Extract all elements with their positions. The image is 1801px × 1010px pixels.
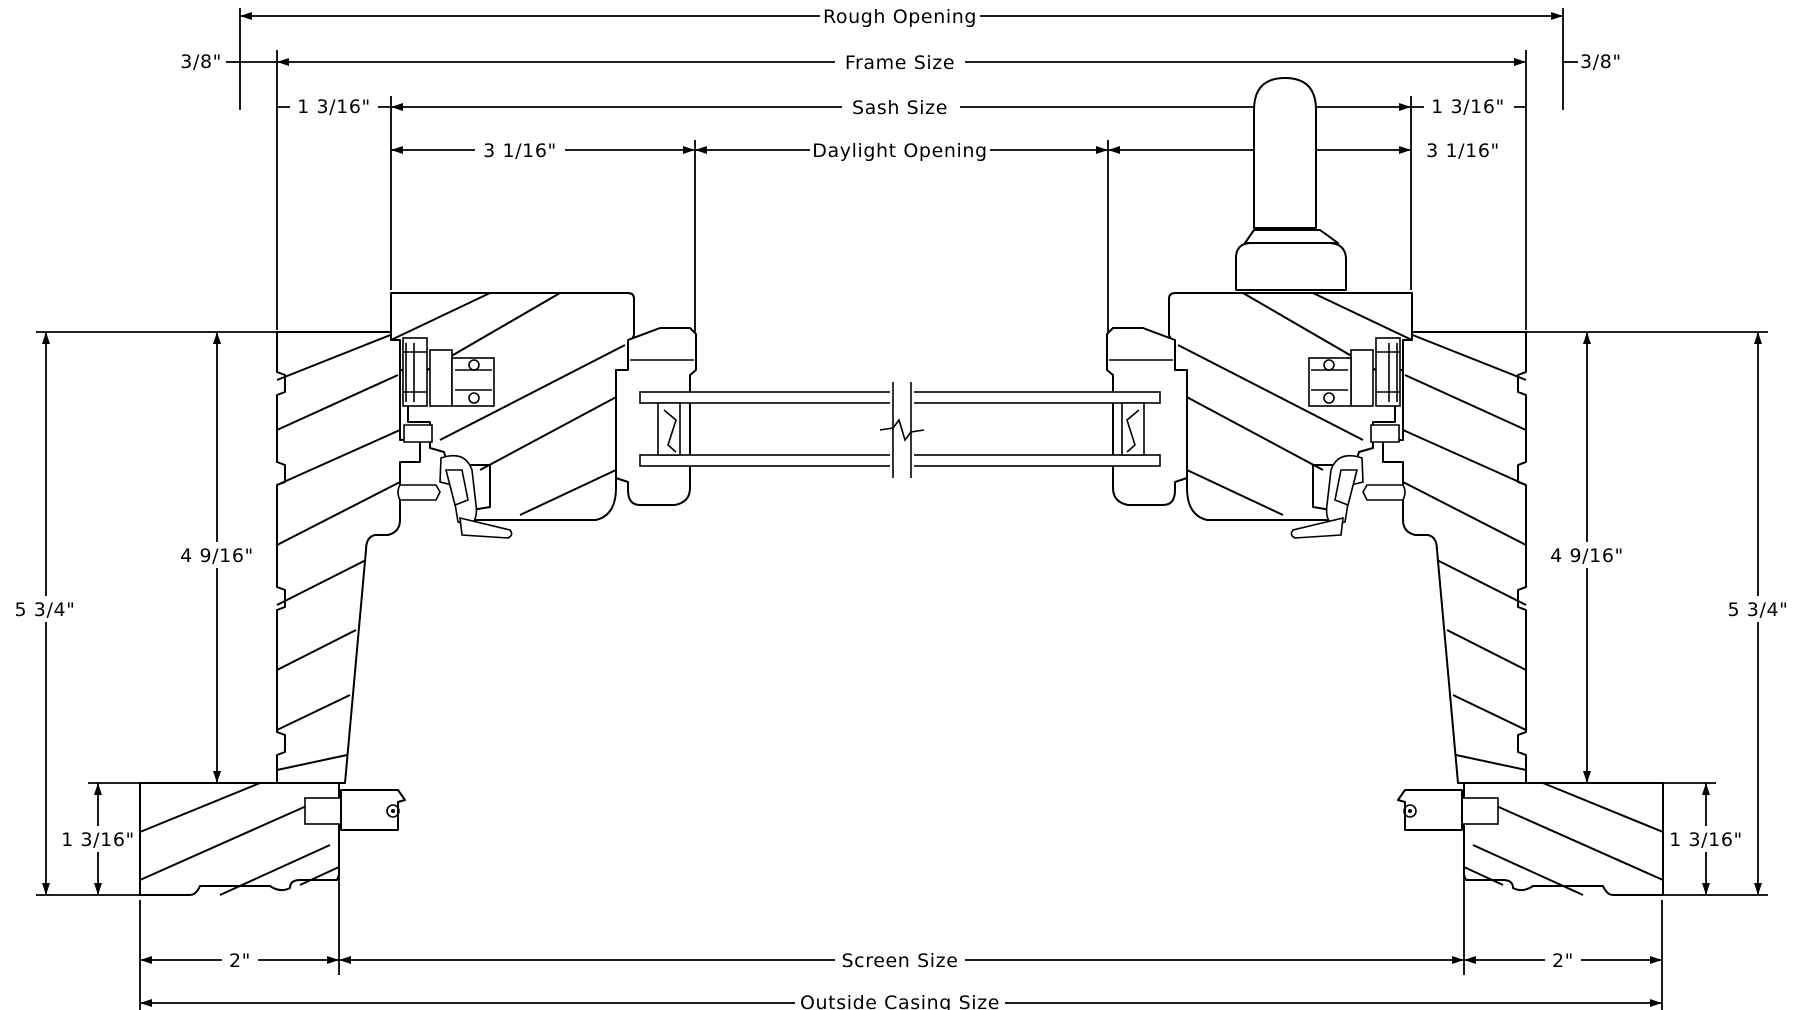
left-frame-jamb [276, 331, 421, 784]
left-3-8-dimension: 3/8" [180, 51, 222, 73]
left-1-3-16-top-dimension: 1 3/16" [297, 96, 371, 118]
left-3-1-16-dimension: 3 1/16" [483, 140, 557, 162]
outside-casing-size-label: Outside Casing Size [800, 992, 1000, 1010]
right-vertical-dimensions: 5 3/4" 4 9/16" 1 3/16" [1526, 331, 1798, 896]
left-hardware-cluster [397, 337, 513, 539]
daylight-opening-label: Daylight Opening [812, 140, 987, 162]
right-glazing-stop [1106, 327, 1188, 506]
left-outside-casing [139, 782, 340, 896]
right-2-dimension: 2" [1552, 950, 1574, 972]
right-hardware-cluster [1290, 337, 1406, 539]
sash-size-label: Sash Size [852, 97, 948, 119]
left-glazing-stop [615, 327, 697, 506]
frame-size-dimension: Frame Size 3/8" 3/8" [180, 48, 1621, 330]
right-1-3-16-bottom-dimension: 1 3/16" [1669, 829, 1743, 851]
screen-size-label: Screen Size [842, 950, 959, 972]
left-vertical-dimensions: 5 3/4" 4 9/16" 1 3/16" [6, 331, 277, 896]
rough-opening-label: Rough Opening [823, 6, 977, 28]
left-1-3-16-bottom-dimension: 1 3/16" [61, 829, 135, 851]
left-5-3-4-dimension: 5 3/4" [14, 599, 75, 621]
insulated-glass-unit [639, 382, 1161, 478]
left-screen-clip [304, 789, 406, 831]
screen-size-dimension: Screen Size 2" 2" [139, 790, 1663, 1010]
right-frame-jamb [1382, 331, 1527, 784]
right-3-8-dimension: 3/8" [1580, 51, 1622, 73]
left-2-dimension: 2" [229, 950, 251, 972]
right-outside-casing [1463, 782, 1664, 896]
right-5-3-4-dimension: 5 3/4" [1727, 599, 1788, 621]
daylight-opening-dimension: Daylight Opening 3 1/16" 3 1/16" [391, 136, 1508, 370]
operator-handle [1235, 77, 1347, 291]
outside-casing-size-dimension: Outside Casing Size [140, 989, 1662, 1010]
sash-size-dimension: Sash Size 1 3/16" 1 3/16" [277, 93, 1526, 290]
frame-size-label: Frame Size [845, 52, 955, 74]
right-screen-clip [1397, 789, 1499, 831]
right-3-1-16-dimension: 3 1/16" [1426, 140, 1500, 162]
left-4-9-16-dimension: 4 9/16" [180, 545, 254, 567]
right-4-9-16-dimension: 4 9/16" [1550, 545, 1624, 567]
rough-opening-dimension: Rough Opening [239, 2, 1564, 110]
right-1-3-16-top-dimension: 1 3/16" [1431, 96, 1505, 118]
